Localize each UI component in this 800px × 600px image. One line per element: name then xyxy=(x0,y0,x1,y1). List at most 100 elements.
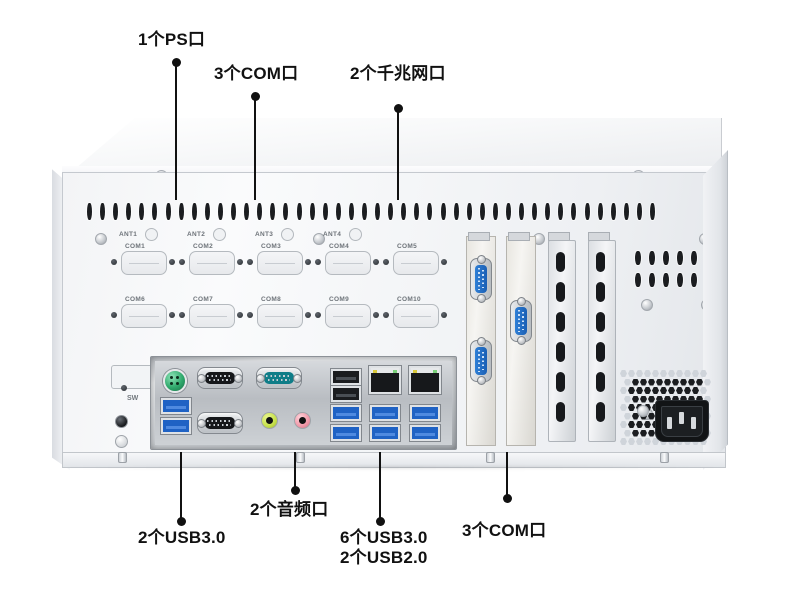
base-thumbscrew[interactable] xyxy=(296,452,305,463)
com-knockout-label: COM6 xyxy=(125,296,145,303)
vent-slot xyxy=(466,203,472,220)
fan-grille-hole xyxy=(640,429,647,437)
callout-leader-com3 xyxy=(254,96,256,200)
usb30-port[interactable] xyxy=(370,425,400,441)
vent-slot xyxy=(635,273,641,287)
knockout-screw xyxy=(179,259,185,265)
vent-slot xyxy=(375,203,381,220)
vent-slot xyxy=(113,203,119,220)
knockout-screw xyxy=(169,259,175,265)
power-switch-button[interactable] xyxy=(115,415,128,428)
vent-slot xyxy=(649,251,655,265)
usb30-port[interactable] xyxy=(161,398,191,414)
usb30-port[interactable] xyxy=(331,425,361,441)
callout-label-usb2x: 2个USB3.0 xyxy=(138,528,226,547)
callout-leader-com3b xyxy=(506,452,508,498)
fan-grille-hole xyxy=(648,429,655,437)
vent-slot xyxy=(152,203,158,220)
vent-slot xyxy=(270,203,276,220)
callout-label-lan: 2个千兆网口 xyxy=(350,64,446,83)
fan-grille-hole xyxy=(688,378,695,386)
com-knockout-label: COM4 xyxy=(329,243,349,250)
ground-screw xyxy=(115,435,128,448)
callout-label-usb6x: 6个USB3.0 2个USB2.0 xyxy=(340,528,428,568)
fan-grille-hole xyxy=(648,412,655,420)
panel-screw xyxy=(637,405,649,417)
vent-slot xyxy=(361,203,367,220)
callout-leader-usb2x xyxy=(180,452,182,521)
vent-slot xyxy=(635,251,641,265)
gigabit-lan-port[interactable] xyxy=(409,366,441,394)
com-knockout-label: COM3 xyxy=(261,243,281,250)
switch-label: SW xyxy=(127,395,139,402)
motherboard-io-shield xyxy=(150,356,457,450)
com-port-knockout xyxy=(393,304,439,328)
fan-grille-hole xyxy=(636,438,643,445)
knockout-screw xyxy=(383,259,389,265)
com-serial-port[interactable] xyxy=(197,412,243,434)
usb30-port[interactable] xyxy=(161,418,191,434)
vent-slot xyxy=(691,273,697,287)
expansion-com-port[interactable] xyxy=(510,297,532,345)
slot-vent-slit xyxy=(596,252,605,272)
vent-slot xyxy=(217,203,223,220)
usb30-port[interactable] xyxy=(410,405,440,421)
usb30-port[interactable] xyxy=(331,405,361,421)
expansion-com-port[interactable] xyxy=(470,337,492,385)
fan-grille-hole xyxy=(620,421,627,428)
fan-grille-hole xyxy=(696,378,703,386)
vent-slot xyxy=(453,203,459,220)
vent-slot xyxy=(401,203,407,220)
expansion-com-port[interactable] xyxy=(470,255,492,303)
fan-grille-hole xyxy=(644,438,651,445)
top-vent-slots xyxy=(87,203,663,220)
vent-slot xyxy=(558,203,564,220)
knockout-screw xyxy=(237,259,243,265)
gigabit-lan-port[interactable] xyxy=(369,366,401,394)
fan-grille-hole xyxy=(628,421,635,428)
slot-vent-slit xyxy=(556,342,565,362)
com-port-knockout xyxy=(325,304,371,328)
fan-grille-hole xyxy=(692,370,699,377)
line-out-jack[interactable] xyxy=(261,412,278,429)
knockout-screw xyxy=(111,259,117,265)
power-inlet-socket[interactable] xyxy=(655,400,709,442)
panel-screw xyxy=(641,299,653,311)
vent-slot xyxy=(414,203,420,220)
callout-dot-com3b xyxy=(502,493,512,503)
base-thumbscrew[interactable] xyxy=(486,452,495,463)
antenna-knockout-label: ANT1 xyxy=(119,231,138,238)
fan-grille-hole xyxy=(700,370,707,377)
vent-slot xyxy=(87,203,92,220)
fan-grille-hole xyxy=(636,370,643,377)
fan-grille-hole xyxy=(648,395,655,403)
vent-slot xyxy=(663,251,669,265)
fan-grille-hole xyxy=(628,404,635,411)
fan-grille-hole xyxy=(656,378,663,386)
vga-port[interactable] xyxy=(256,367,302,389)
vent-slot xyxy=(126,203,132,220)
vent-slot xyxy=(191,203,197,220)
ps2-keyboard-mouse-port[interactable] xyxy=(163,369,187,393)
usb30-port[interactable] xyxy=(370,405,400,421)
fan-grille-hole xyxy=(632,378,639,386)
mic-in-jack[interactable] xyxy=(294,412,311,429)
vent-slot xyxy=(479,203,485,220)
fan-grille-hole xyxy=(636,387,643,394)
com-serial-port[interactable] xyxy=(197,367,243,389)
base-thumbscrew[interactable] xyxy=(660,452,669,463)
fan-grille-hole xyxy=(644,421,651,428)
usb20-port[interactable] xyxy=(331,369,361,385)
com-port-knockout xyxy=(257,304,303,328)
base-thumbscrew[interactable] xyxy=(118,452,127,463)
vent-slot xyxy=(492,203,498,220)
com-port-knockout xyxy=(393,251,439,275)
usb20-port[interactable] xyxy=(331,386,361,402)
slot-vent-slit xyxy=(556,402,565,422)
slot-vent-slit xyxy=(556,312,565,332)
usb30-port[interactable] xyxy=(410,425,440,441)
vent-slot xyxy=(283,203,289,220)
slot-vent-slit xyxy=(556,252,565,272)
vent-slot xyxy=(650,203,656,220)
fan-grille-hole xyxy=(628,370,635,377)
